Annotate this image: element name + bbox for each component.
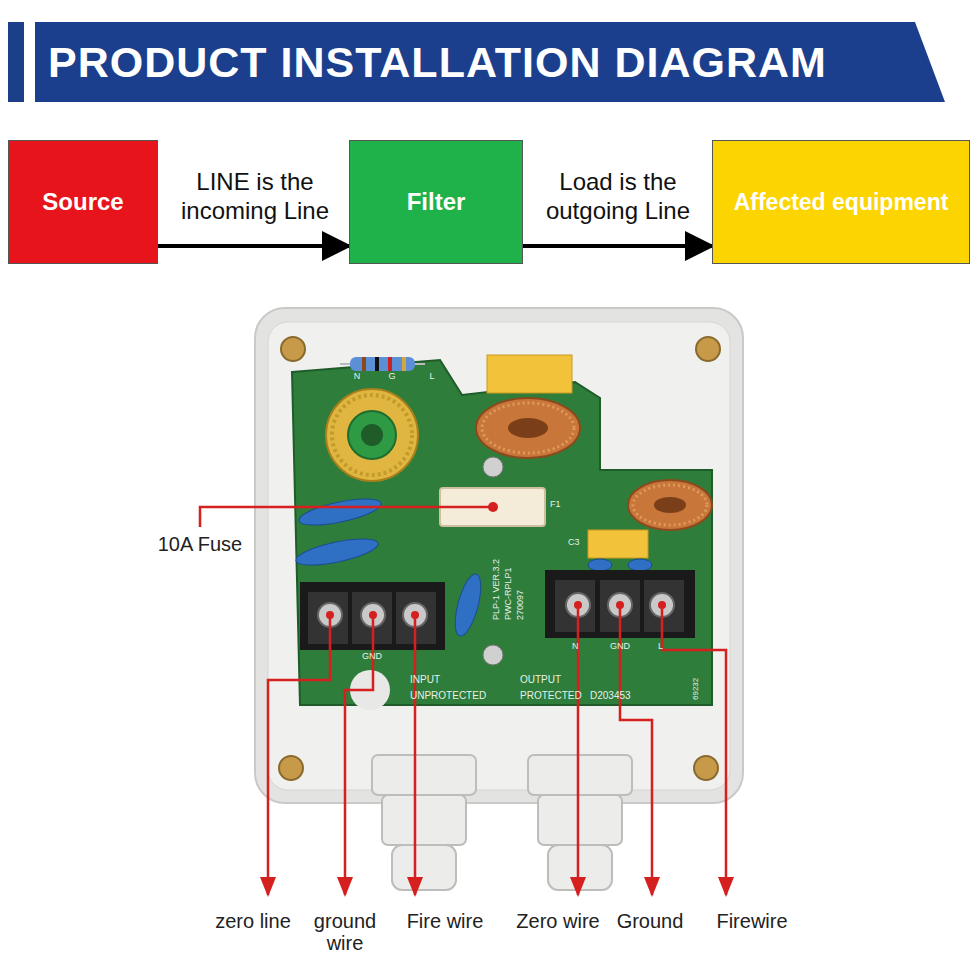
board-marking: GND (610, 642, 640, 652)
callout-label: ground wire (300, 910, 390, 954)
board-marking: N (350, 372, 364, 382)
enclosure (255, 308, 743, 803)
connector-arrow (523, 244, 712, 248)
process-box: Source (8, 140, 158, 264)
box-text: Source (42, 188, 123, 216)
leader-lines (200, 507, 726, 895)
capacitor (588, 530, 648, 558)
screw (483, 645, 503, 665)
copper-coil (476, 398, 580, 458)
diagram-title: PRODUCT INSTALLATION DIAGRAM (48, 36, 827, 88)
cable-gland (528, 755, 632, 890)
board-marking: N (572, 642, 586, 652)
board-marking: INPUT (410, 674, 470, 685)
callout-label: Ground (605, 910, 695, 932)
board-marking: G (385, 372, 399, 382)
board-marking: D203453 (590, 690, 660, 701)
board-marking: GND (362, 652, 392, 662)
callout-label: 10A Fuse (140, 533, 260, 555)
process-box: Affected equipment (712, 140, 970, 264)
board-marking: L (658, 642, 672, 652)
box-text: Filter (407, 188, 466, 216)
header-band (35, 22, 945, 102)
board-marking: 270097 (516, 560, 526, 620)
header-bar (8, 22, 24, 102)
edge-label: Load is the outgoing Line (528, 167, 708, 225)
leader-dots (326, 502, 666, 619)
process-box: Filter (349, 140, 523, 264)
board-marking: UNPROTECTED (410, 690, 500, 701)
board-marking: 69232 (692, 650, 701, 700)
board-marking: C3 (568, 538, 588, 548)
cable-gland (372, 755, 476, 890)
capacitor (487, 355, 572, 393)
board-marking: PLP-1 VER.3.2 (492, 530, 502, 620)
connector-arrow (158, 244, 349, 248)
callout-label: Firewire (702, 910, 802, 932)
resistor-symbol (340, 357, 425, 371)
callout-label: Fire wire (390, 910, 500, 932)
screw (483, 457, 503, 477)
choke-coil (326, 389, 418, 481)
board-marking: PWC-RPLP1 (504, 530, 514, 620)
board-marking: F1 (550, 500, 570, 510)
box-text: Affected equipment (734, 188, 949, 216)
board-marking: OUTPUT (520, 674, 580, 685)
board-marking: L (425, 372, 439, 382)
enclosure-inner (268, 322, 730, 790)
board-marking: PROTECTED (520, 690, 590, 701)
copper-coil (628, 480, 712, 530)
callout-label: Zero wire (503, 910, 613, 932)
circuit-board (292, 360, 712, 705)
callout-label: zero line (198, 910, 308, 932)
edge-label: LINE is the incoming Line (165, 167, 345, 225)
